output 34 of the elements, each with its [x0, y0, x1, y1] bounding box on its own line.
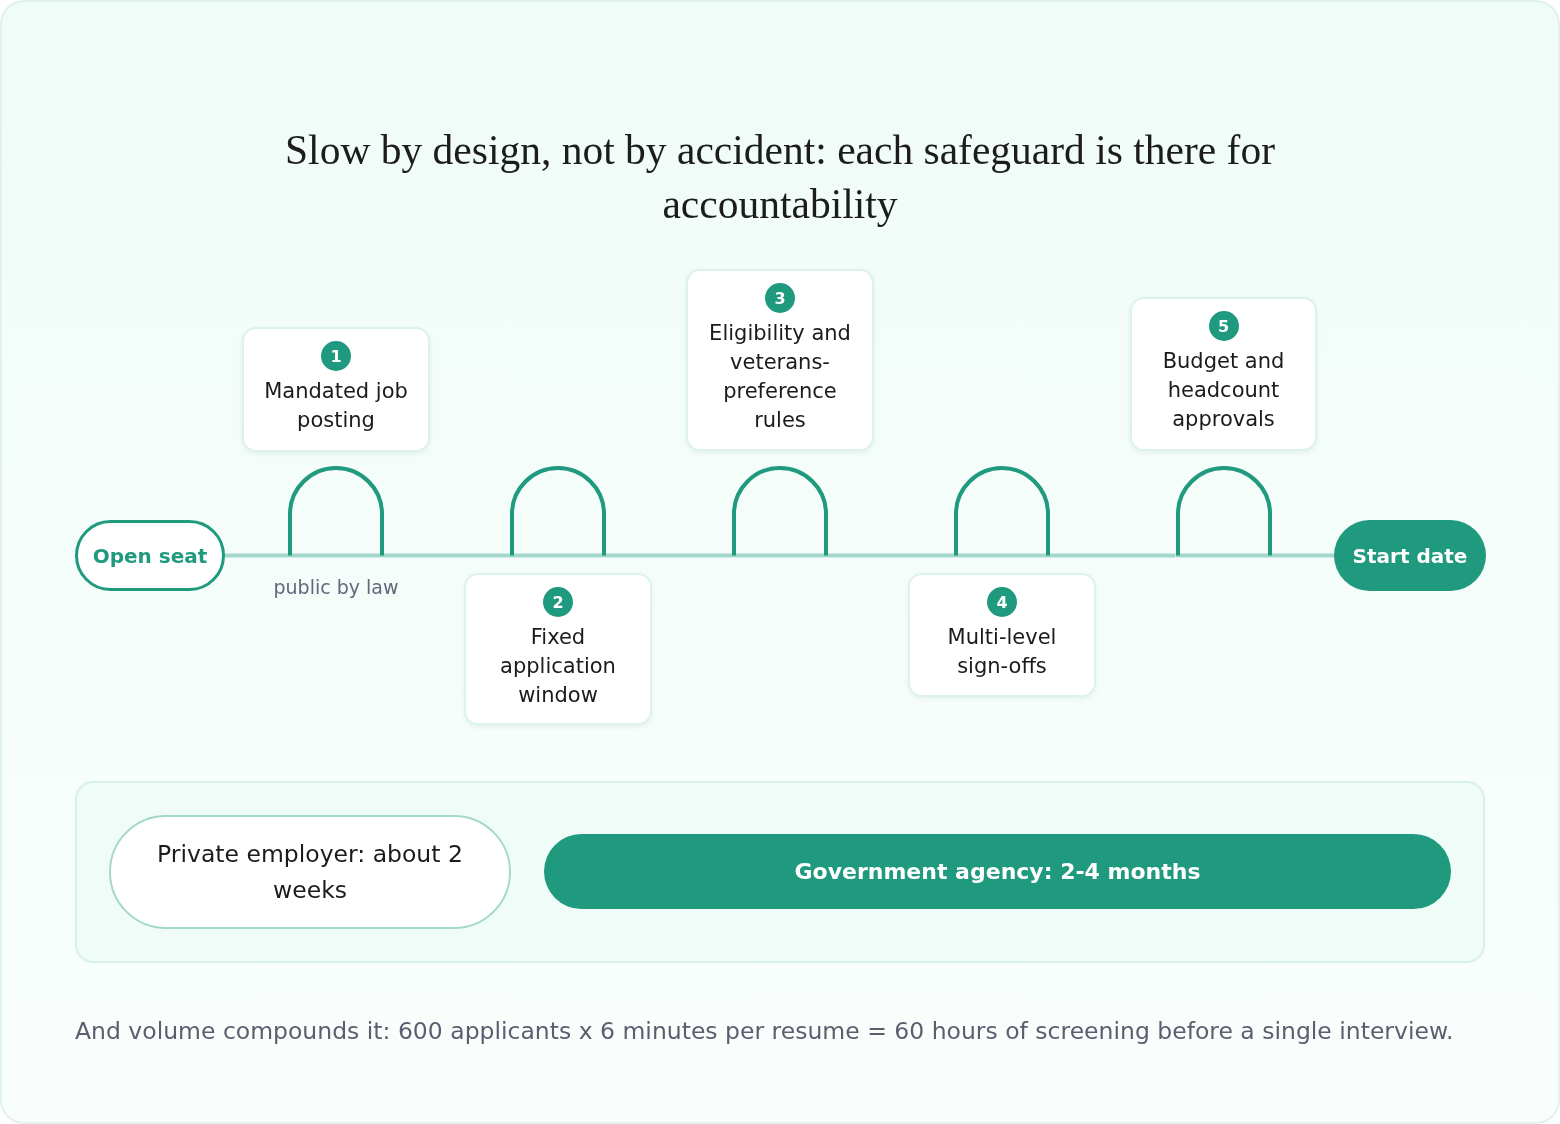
timeline-line: [1271, 553, 1334, 558]
timeline-line: [1050, 553, 1176, 558]
step-text: Mandated job posting: [263, 378, 409, 434]
step-card: [686, 269, 874, 451]
step-number: 5: [1208, 311, 1239, 341]
duration-bar: Government agency: 2-4 months: [544, 834, 1451, 909]
hurdle-arch: [954, 466, 1050, 558]
step-text: Eligibility and veterans-preference rules: [708, 320, 852, 434]
duration-pill: Private employer: about 2 weeks: [109, 815, 511, 929]
step-text: Budget and headcount approvals: [1161, 348, 1286, 433]
timeline-line: [606, 553, 732, 558]
diagram-title: Slow by design, not by accident: each safeguard is there for accountability: [284, 126, 1276, 229]
step-number: 4: [987, 587, 1017, 617]
terminal-pill: Start date: [1334, 520, 1486, 591]
step-card: [464, 573, 652, 725]
hurdle-arch: [288, 466, 384, 558]
step-text: Fixed application window: [499, 624, 617, 709]
hurdle-arch: [732, 466, 828, 558]
timeline-line: [828, 553, 954, 558]
footnote-text: And volume compounds it: 600 applicants x 6 minutes per resume = 60 hours of screening before a single interview.: [75, 1016, 1454, 1047]
step-card: [1130, 297, 1317, 451]
annotation-text: public by law: [273, 575, 399, 600]
terminal-pill: Open seat: [75, 520, 225, 591]
step-number: 1: [321, 341, 351, 371]
step-text: Multi-level sign-offs: [946, 624, 1058, 680]
timeline-line: [384, 553, 510, 558]
timeline-line: [225, 553, 288, 558]
hurdle-arch: [510, 466, 606, 558]
hurdle-arch: [1175, 466, 1272, 558]
step-card: [242, 327, 430, 452]
step-number: 3: [765, 283, 795, 313]
comparison-panel: [75, 781, 1485, 963]
step-number: 2: [543, 587, 573, 617]
step-card: [908, 573, 1096, 697]
